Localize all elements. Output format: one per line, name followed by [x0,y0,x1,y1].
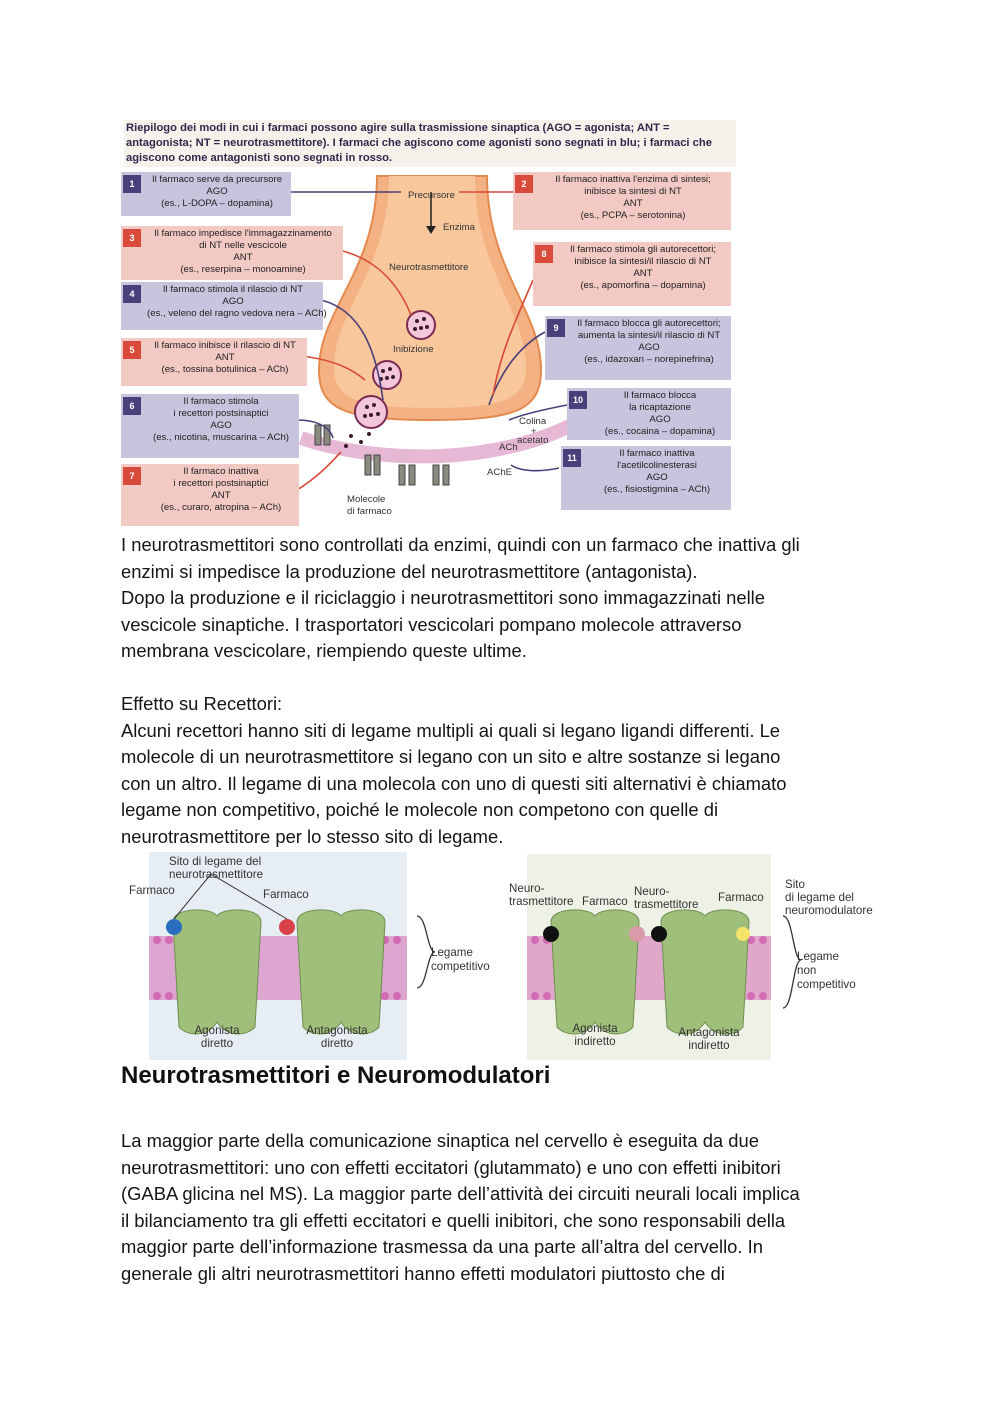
label-ach: ACh [499,442,518,453]
label-farmaco-yellow: Farmaco [718,891,764,904]
vesicle [354,395,388,429]
receptor-agonist-indirect [550,909,640,1035]
figure-caption: Riepilogo dei modi in cui i farmaci poss… [124,120,736,167]
label-indiretto-2: indiretto [688,1039,730,1052]
drug-pink-dot [629,926,645,942]
synapse-illustration [289,175,585,491]
box-10-reuptake-block: 10 Il farmaco blocca la ricaptazione AGO… [567,388,731,440]
drug-yellow-dot [736,927,750,941]
postsynaptic-membrane [298,413,585,464]
brace-right [782,915,802,1009]
synaptic-drug-action-figure: Riepilogo dei modi in cui i farmaci poss… [121,120,736,528]
box-5-release-inhibition: 5 Il farmaco inibisce il rilascio di NT … [121,338,307,386]
label-neuromodulatore: neuromodulatore [785,904,873,917]
section-heading: Neurotrasmettitori e Neuromodulatori [121,1062,551,1089]
receptor-agonist-direct [172,909,262,1035]
label-molecole: Molecole [347,494,386,505]
label-neuro-a-2: trasmettitore [509,895,574,908]
label-neuro-b-2: trasmettitore [634,898,699,911]
box-4-release-stimulation: 4 Il farmaco stimola il rilascio di NT A… [121,282,327,330]
label-competitivo-nc: competitivo [797,978,856,991]
box-2-enzyme-inactivation: 2 Il farmaco inattiva l'enzima di sintes… [513,172,731,230]
binding-sites-illustration [149,852,802,1060]
paragraph-enzymes: I neurotrasmettitori sono controllati da… [121,534,800,661]
receptor-antagonist-indirect [660,909,750,1035]
label-legame: Legame [431,946,473,959]
label-farmaco-pink: Farmaco [582,895,628,908]
label-agonista-ind: Agonista [572,1022,618,1035]
label-neuro-b-1: Neuro- [634,885,670,898]
presynaptic-interior [334,176,526,408]
label-farmaco-agonist: Farmaco [129,884,175,897]
label-precursore: Precursore [408,190,455,201]
label-acetato: acetato [517,435,549,446]
label-sito-legame-2: neurotrasmettitore [169,868,264,881]
box-9-autoreceptor-block: 9 Il farmaco blocca gli autorecettori; a… [545,316,731,380]
drug-blue-dot [166,919,182,935]
label-indiretto: indiretto [574,1035,616,1048]
box-1-precursor: 1 Il farmaco serve da precursore AGO (es… [121,172,291,216]
label-non: non [797,964,817,977]
box-11-ache-inactivation: 11 Il farmaco inattiva l'acetilcolineste… [561,446,731,510]
brace-left [416,915,436,989]
label-antagonista-ind: Antagonista [678,1026,740,1039]
box-8-autoreceptor-stimulation: 8 Il farmaco stimola gli autorecettori; … [533,242,731,306]
label-diretto-2: diretto [320,1037,354,1050]
box-3-storage-block: 3 Il farmaco impedisce l'immagazzinament… [121,226,343,280]
label-farmaco-antagonist: Farmaco [263,888,309,901]
vesicle [372,360,402,390]
label-di-farmaco: di farmaco [347,506,392,517]
label-sito-legame-1: Sito di legame del [169,855,262,868]
label-sito: Sito [785,878,805,891]
label-neuro-a-1: Neuro- [509,882,545,895]
drug-red-dot [279,919,295,935]
box-6-postsynaptic-stimulation: 6 Il farmaco stimola i recettori postsin… [121,394,299,458]
label-ache: AChE [487,467,513,478]
label-antagonista: Antagonista [306,1024,368,1037]
vesicle [406,310,436,340]
label-enzima: Enzima [443,222,475,233]
paragraph-receptors: Effetto su Recettori: Alcuni recettori h… [121,693,787,847]
label-agonista: Agonista [194,1024,240,1037]
label-diretto: diretto [200,1037,234,1050]
label-legame-nc: Legame [797,950,839,963]
receptor-antagonist-direct [296,909,386,1035]
label-di-legame-del: di legame del [785,891,854,904]
label-colina: Colina [519,416,547,427]
label-inibizione: Inibizione [393,344,434,355]
label-competitivo: competitivo [431,960,490,973]
neurotransmitter-dot [543,926,559,942]
box-7-postsynaptic-inactivation: 7 Il farmaco inattiva i recettori postsi… [121,464,299,526]
binding-sites-figure: Sito di legame del neurotrasmettitore Fa… [121,852,881,1060]
neurotransmitter-dot [651,926,667,942]
label-neurotrasmettitore: Neurotrasmettitore [389,262,469,273]
label-plus: + [531,426,537,437]
paragraph-neuromodulators: La maggior parte della comunicazione sin… [121,1130,800,1284]
